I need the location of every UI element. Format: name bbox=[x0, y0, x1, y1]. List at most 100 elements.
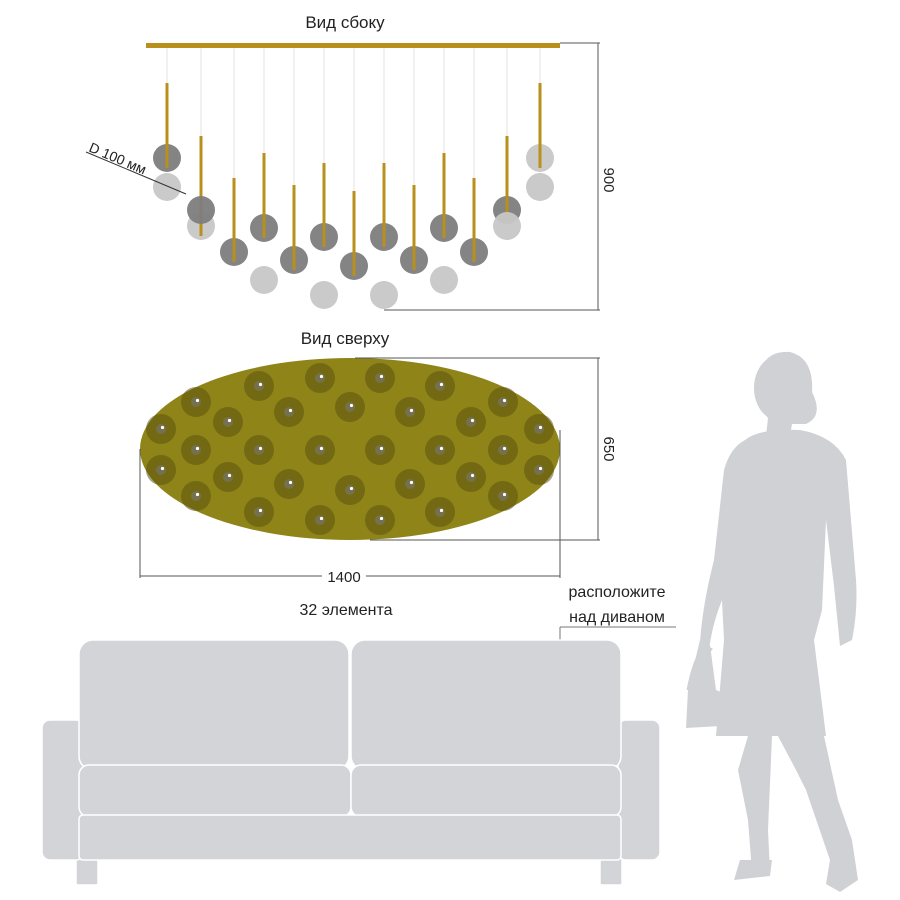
top-globe-highlight bbox=[409, 480, 414, 485]
glass-globe bbox=[310, 281, 338, 309]
pendant bbox=[310, 281, 338, 309]
top-globe-highlight bbox=[319, 446, 324, 451]
side-view bbox=[146, 43, 560, 309]
pendant bbox=[220, 48, 248, 266]
top-globe-core bbox=[191, 397, 201, 407]
top-globe-highlight bbox=[349, 403, 354, 408]
pendant bbox=[526, 48, 554, 172]
diameter-label: D 100 мм bbox=[87, 139, 149, 177]
sofa-cushion-right bbox=[350, 764, 622, 818]
top-globe-core bbox=[254, 445, 264, 455]
pendant bbox=[526, 173, 554, 201]
top-globe bbox=[146, 414, 176, 444]
top-view bbox=[140, 358, 560, 540]
pendant bbox=[493, 212, 521, 240]
top-globe-core bbox=[375, 445, 385, 455]
top-globe-core bbox=[223, 472, 233, 482]
top-globe bbox=[488, 387, 518, 417]
top-globe-core bbox=[345, 485, 355, 495]
top-globe bbox=[213, 462, 243, 492]
top-globe-highlight bbox=[470, 473, 475, 478]
top-globe-highlight bbox=[439, 446, 444, 451]
top-globe-highlight bbox=[379, 374, 384, 379]
glass-globe bbox=[526, 173, 554, 201]
pendant bbox=[250, 48, 278, 242]
top-globe bbox=[425, 497, 455, 527]
person-silhouette bbox=[686, 351, 858, 892]
diameter-leader bbox=[85, 151, 187, 195]
top-globe-highlight bbox=[288, 480, 293, 485]
top-globe-core bbox=[405, 407, 415, 417]
top-globe-core bbox=[405, 479, 415, 489]
top-globe bbox=[488, 481, 518, 511]
top-globe-core bbox=[254, 507, 264, 517]
top-globe bbox=[425, 371, 455, 401]
top-globe-highlight bbox=[379, 446, 384, 451]
top-globe bbox=[244, 435, 274, 465]
top-globe-core bbox=[534, 424, 544, 434]
height-dim-label: 900 bbox=[600, 167, 617, 192]
pendant bbox=[370, 48, 398, 251]
top-globe-core bbox=[375, 373, 385, 383]
top-globe-core bbox=[156, 465, 166, 475]
globe-grid bbox=[146, 363, 554, 535]
top-globe-core bbox=[284, 407, 294, 417]
top-globe-core bbox=[156, 424, 166, 434]
top-globe-highlight bbox=[160, 466, 165, 471]
sofa-base bbox=[78, 814, 622, 861]
top-globe-highlight bbox=[258, 382, 263, 387]
brass-rod bbox=[505, 136, 509, 220]
top-globe-core bbox=[191, 445, 201, 455]
top-globe bbox=[365, 435, 395, 465]
top-globe-highlight bbox=[195, 492, 200, 497]
top-globe-core bbox=[435, 445, 445, 455]
pendant bbox=[493, 48, 521, 224]
top-globe-highlight bbox=[439, 382, 444, 387]
top-globe-core bbox=[498, 491, 508, 501]
glass-globe bbox=[153, 173, 181, 201]
top-globe-core bbox=[191, 491, 201, 501]
top-globe-core bbox=[498, 397, 508, 407]
top-globe bbox=[335, 475, 365, 505]
top-globe-highlight bbox=[502, 492, 507, 497]
top-globe-highlight bbox=[258, 446, 263, 451]
pendant bbox=[370, 281, 398, 309]
sofa-backrest-left bbox=[78, 639, 350, 771]
pendant bbox=[250, 266, 278, 294]
top-globe-highlight bbox=[258, 508, 263, 513]
top-globe-core bbox=[435, 381, 445, 391]
top-globe-highlight bbox=[379, 516, 384, 521]
pendant bbox=[430, 266, 458, 294]
depth-dimension: 650 bbox=[355, 357, 617, 541]
top-globe-highlight bbox=[288, 408, 293, 413]
width-dimension: 1400 bbox=[139, 430, 561, 586]
brass-rod bbox=[165, 83, 169, 168]
brass-rod bbox=[382, 163, 386, 247]
ceiling-bar bbox=[146, 43, 560, 48]
pendant bbox=[460, 48, 488, 266]
top-globe-highlight bbox=[195, 398, 200, 403]
top-globe bbox=[181, 435, 211, 465]
top-globe-core bbox=[284, 479, 294, 489]
top-globe bbox=[244, 371, 274, 401]
top-globe-highlight bbox=[227, 418, 232, 423]
pendant bbox=[153, 48, 181, 172]
top-globe bbox=[524, 414, 554, 444]
top-globe bbox=[365, 505, 395, 535]
top-globe-core bbox=[498, 445, 508, 455]
top-globe bbox=[274, 397, 304, 427]
element-count: 32 элемента bbox=[299, 602, 392, 619]
brass-rod bbox=[412, 185, 416, 270]
height-dimension: 900 bbox=[384, 42, 617, 311]
pendant bbox=[400, 48, 428, 274]
top-globe-highlight bbox=[227, 473, 232, 478]
placement-line-2: над диваном bbox=[569, 609, 665, 626]
top-globe bbox=[456, 462, 486, 492]
glass-globe bbox=[493, 212, 521, 240]
brass-rod bbox=[262, 153, 266, 238]
top-globe-highlight bbox=[160, 425, 165, 430]
top-globe-core bbox=[315, 373, 325, 383]
top-globe bbox=[213, 407, 243, 437]
sofa-cushion-left bbox=[78, 764, 352, 818]
top-globe-core bbox=[315, 445, 325, 455]
